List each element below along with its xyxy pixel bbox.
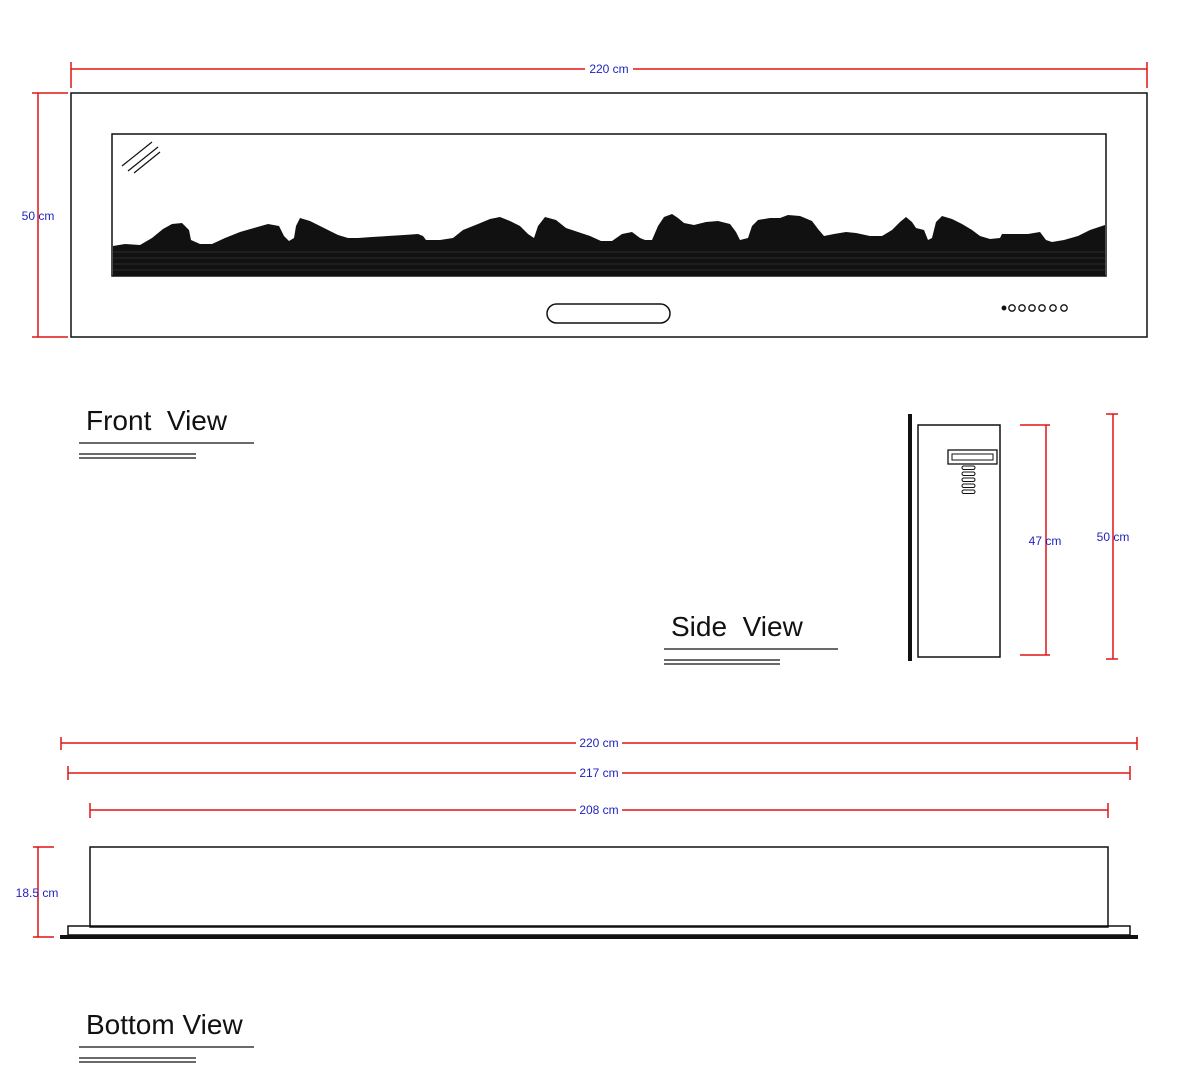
bottom-body bbox=[89, 846, 1109, 928]
control-button bbox=[1049, 304, 1057, 312]
side-view-title: Side View bbox=[671, 611, 804, 642]
front-height-dimension bbox=[32, 92, 68, 338]
front-handle-slot bbox=[546, 303, 671, 324]
front-outer-frame bbox=[70, 92, 1148, 338]
side-view: 47 cm 50 cm Side View bbox=[664, 413, 1130, 665]
front-title-underline bbox=[79, 442, 254, 459]
side-front-panel bbox=[908, 414, 912, 661]
control-buttons bbox=[1001, 304, 1068, 312]
bottom-inner-width-label: 208 cm bbox=[579, 803, 618, 817]
bottom-view: 220 cm 217 cm 208 cm 18.5 cm Bottom View bbox=[16, 736, 1138, 1063]
front-height-label: 50 cm bbox=[22, 209, 55, 223]
side-title-underline bbox=[664, 648, 838, 665]
control-button bbox=[1018, 304, 1026, 312]
side-outer-height-dimension bbox=[1106, 413, 1118, 660]
log-silhouette bbox=[113, 214, 1105, 276]
front-width-dimension bbox=[70, 62, 1148, 88]
side-switch-housing bbox=[947, 449, 998, 465]
control-button bbox=[1060, 304, 1068, 312]
side-inner-height-label: 47 cm bbox=[1029, 534, 1062, 548]
control-button bbox=[1038, 304, 1046, 312]
side-switch bbox=[951, 453, 994, 461]
side-body bbox=[917, 424, 1001, 658]
indicator-dot bbox=[1001, 305, 1007, 311]
control-button bbox=[1008, 304, 1016, 312]
bottom-title-underline bbox=[79, 1046, 254, 1063]
front-width-label: 220 cm bbox=[589, 62, 628, 76]
glass-reflection-icon bbox=[121, 141, 161, 174]
side-outer-height-label: 50 cm bbox=[1097, 530, 1130, 544]
bottom-depth-label: 18.5 cm bbox=[16, 886, 59, 900]
bottom-view-title: Bottom View bbox=[86, 1009, 243, 1040]
bottom-front-panel bbox=[60, 935, 1138, 939]
control-button bbox=[1028, 304, 1036, 312]
side-vent-slots bbox=[961, 465, 976, 494]
bottom-mid-width-dimension bbox=[67, 766, 1131, 780]
bottom-inner-width-dimension bbox=[89, 803, 1109, 818]
bottom-overall-width-label: 220 cm bbox=[579, 736, 618, 750]
log-texture bbox=[113, 251, 1105, 271]
front-view: 220 cm 50 cm Front View bbox=[22, 62, 1148, 459]
bottom-mid-width-label: 217 cm bbox=[579, 766, 618, 780]
bottom-depth-dimension bbox=[33, 846, 54, 938]
side-inner-height-dimension bbox=[1020, 424, 1050, 656]
bottom-overall-width-dimension bbox=[60, 737, 1138, 750]
front-view-title: Front View bbox=[86, 405, 228, 436]
